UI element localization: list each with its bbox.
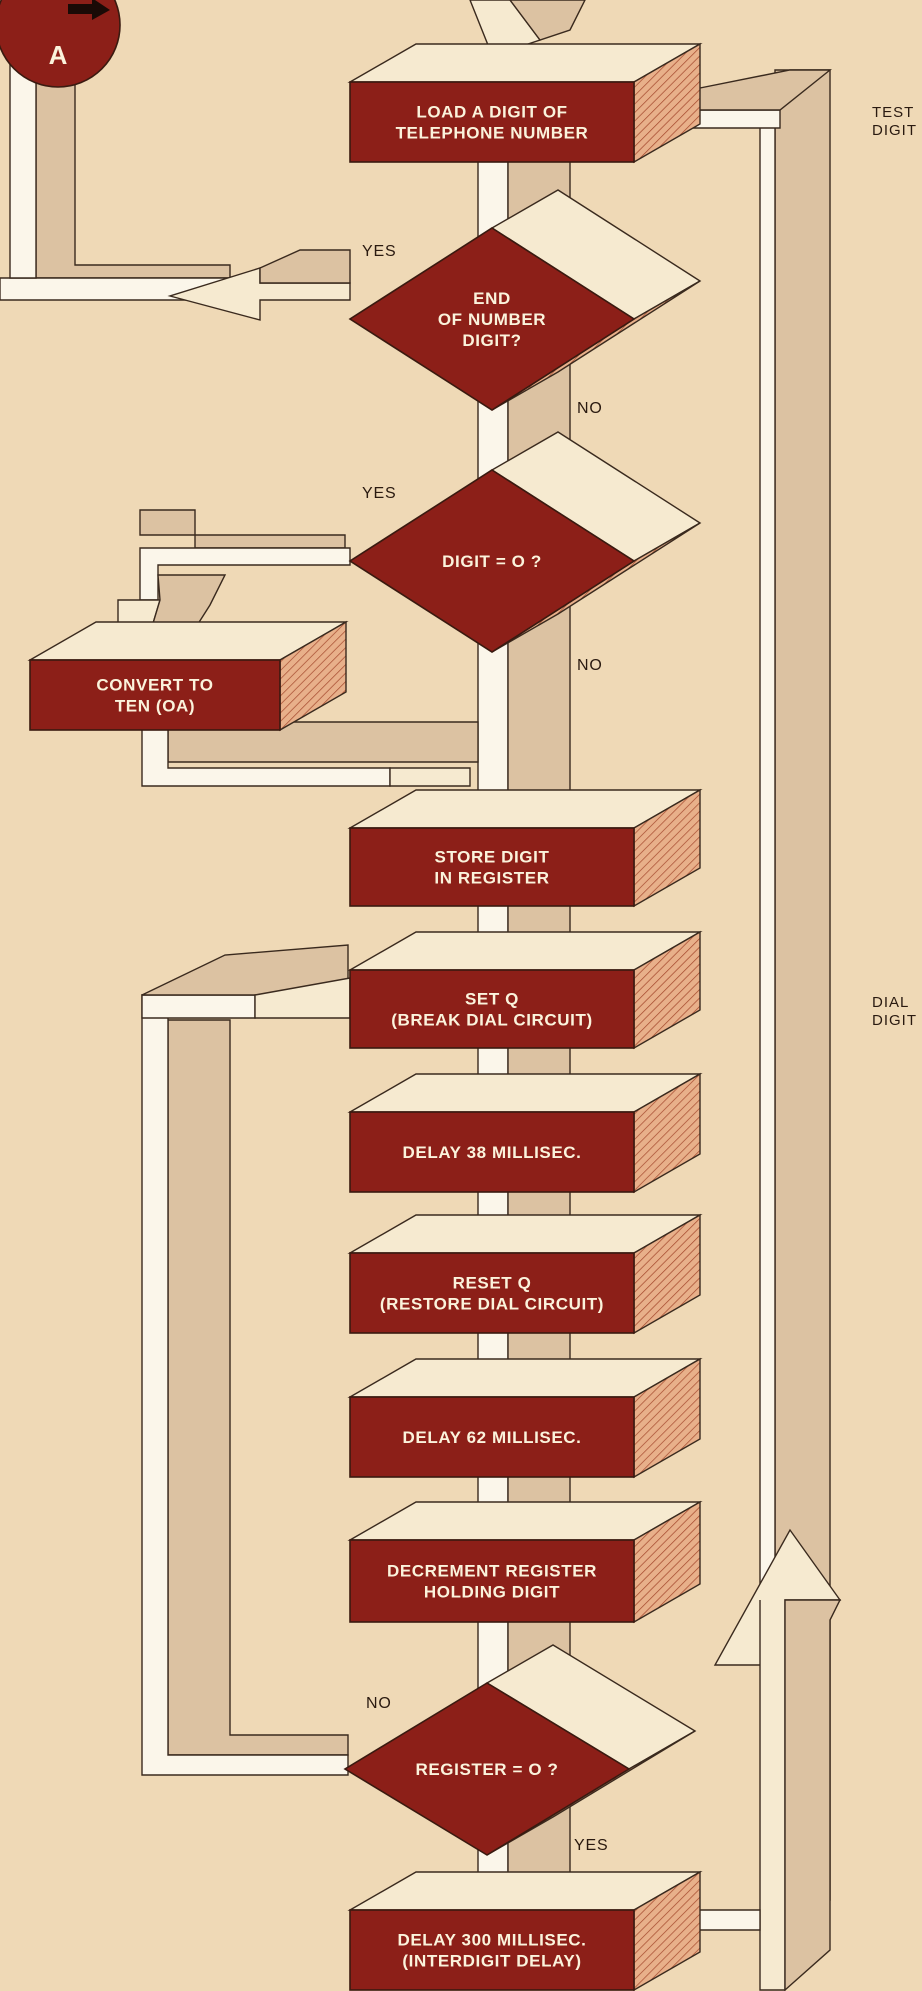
step-zero-label-line: DIGIT = O ? (442, 552, 542, 571)
step-decrement: DECREMENT REGISTER HOLDING DIGIT (347, 1500, 703, 1624)
step-resetq-label-line: (RESTORE DIAL CIRCUIT) (380, 1295, 604, 1314)
convert-return-arrow (389, 767, 471, 787)
step-load: LOAD A DIGIT OF TELEPHONE NUMBER (347, 42, 703, 164)
step-delay38-box (349, 1111, 635, 1193)
step-convert-box (29, 659, 281, 731)
step-end-diamond (348, 227, 636, 411)
connector-a-circle (0, 0, 121, 88)
step-delay38-label-line: DELAY 38 MILLISEC. (403, 1143, 582, 1162)
step-delay300-label-line: (INTERDIGIT DELAY) (402, 1952, 581, 1971)
step-end: END OF NUMBER DIGIT? (348, 189, 702, 411)
step-store: STORE DIGIT IN REGISTER (347, 788, 703, 908)
step-delay38: DELAY 38 MILLISEC. (347, 1072, 703, 1194)
step-zero: DIGIT = O ? (348, 431, 702, 653)
step-load-box (349, 81, 635, 163)
step-decrement-label-line: DECREMENT REGISTER (387, 1562, 597, 1581)
step-convert-label-line: TEN (OA) (115, 697, 195, 716)
side-label-test-digit-line2: DIGIT (872, 122, 917, 139)
step-setq-box (349, 969, 635, 1049)
side-label-dial-digit: DIAL DIGIT (872, 994, 917, 1029)
no-loop-pipe-top (141, 994, 256, 1019)
step-load-label-line: LOAD A DIGIT OF (416, 103, 567, 122)
side-label-dial-digit-line2: DIGIT (872, 1012, 917, 1029)
side-label-dial-digit-line1: DIAL (872, 994, 909, 1011)
step-convert-label-line: CONVERT TO (96, 676, 213, 695)
step-store-label-line: IN REGISTER (434, 869, 549, 888)
step-delay300-label-line: DELAY 300 MILLISEC. (397, 1931, 586, 1950)
entry-arrow (469, 0, 586, 51)
side-label-test-digit-line1: TEST (872, 104, 914, 121)
step-delay300: DELAY 300 MILLISEC. (INTERDIGIT DELAY) (347, 1870, 703, 1991)
no-loop-pipe-shade (167, 1019, 349, 1756)
connector-a-label: A (49, 40, 68, 70)
step-decrement-label-line: HOLDING DIGIT (424, 1583, 560, 1602)
branch-labels: YES NO YES NO NO YES (362, 243, 608, 1854)
branch-label-end-yes: YES (362, 243, 396, 260)
branch-label-end-no: NO (577, 400, 603, 417)
right-return-edge (759, 109, 776, 1601)
step-delay62: DELAY 62 MILLISEC. (347, 1357, 703, 1479)
branch-label-regzero-yes: YES (574, 1837, 608, 1854)
step-store-box (349, 827, 635, 907)
step-resetq-box (349, 1252, 635, 1334)
step-resetq: RESET Q (RESTORE DIAL CIRCUIT) (347, 1213, 703, 1335)
connector-a: A (0, 0, 121, 88)
side-label-test-digit: TEST DIGIT (872, 104, 917, 139)
step-setq-label-line: SET Q (465, 990, 519, 1009)
step-zero-diamond (348, 469, 636, 653)
entry-arrow-side (509, 0, 586, 41)
flowchart-blocks: LOAD A DIGIT OF TELEPHONE NUMBER END OF NUM… (27, 42, 703, 1991)
step-resetq-label-line: RESET Q (453, 1274, 532, 1293)
zero-yes-pipe-top (139, 509, 346, 549)
step-delay300-box (349, 1909, 635, 1991)
branch-label-zero-yes: YES (362, 485, 396, 502)
step-regzero-diamond (343, 1682, 631, 1856)
step-store-label-line: STORE DIGIT (435, 848, 550, 867)
step-end-label-line: DIGIT? (462, 331, 521, 350)
step-regzero: REGISTER = O ? (343, 1644, 697, 1856)
branch-label-regzero-no: NO (366, 1695, 392, 1712)
yes-arrow-end-top (259, 249, 351, 284)
step-delay62-box (349, 1396, 635, 1478)
step-delay62-label-line: DELAY 62 MILLISEC. (403, 1428, 582, 1447)
step-setq: SET Q (BREAK DIAL CIRCUIT) (347, 930, 703, 1050)
bottom-up-arrow-shade (784, 1599, 842, 1991)
step-end-label-line: END (473, 289, 511, 308)
branch-label-zero-no: NO (577, 657, 603, 674)
step-regzero-label-line: REGISTER = O ? (415, 1760, 558, 1779)
step-setq-label-line: (BREAK DIAL CIRCUIT) (391, 1011, 593, 1030)
step-decrement-box (349, 1539, 635, 1623)
step-load-label-line: TELEPHONE NUMBER (396, 124, 589, 143)
step-end-label-line: OF NUMBER (438, 310, 546, 329)
connector-a-arrow-icon (68, 0, 110, 20)
step-convert: CONVERT TO TEN (OA) (27, 620, 349, 732)
